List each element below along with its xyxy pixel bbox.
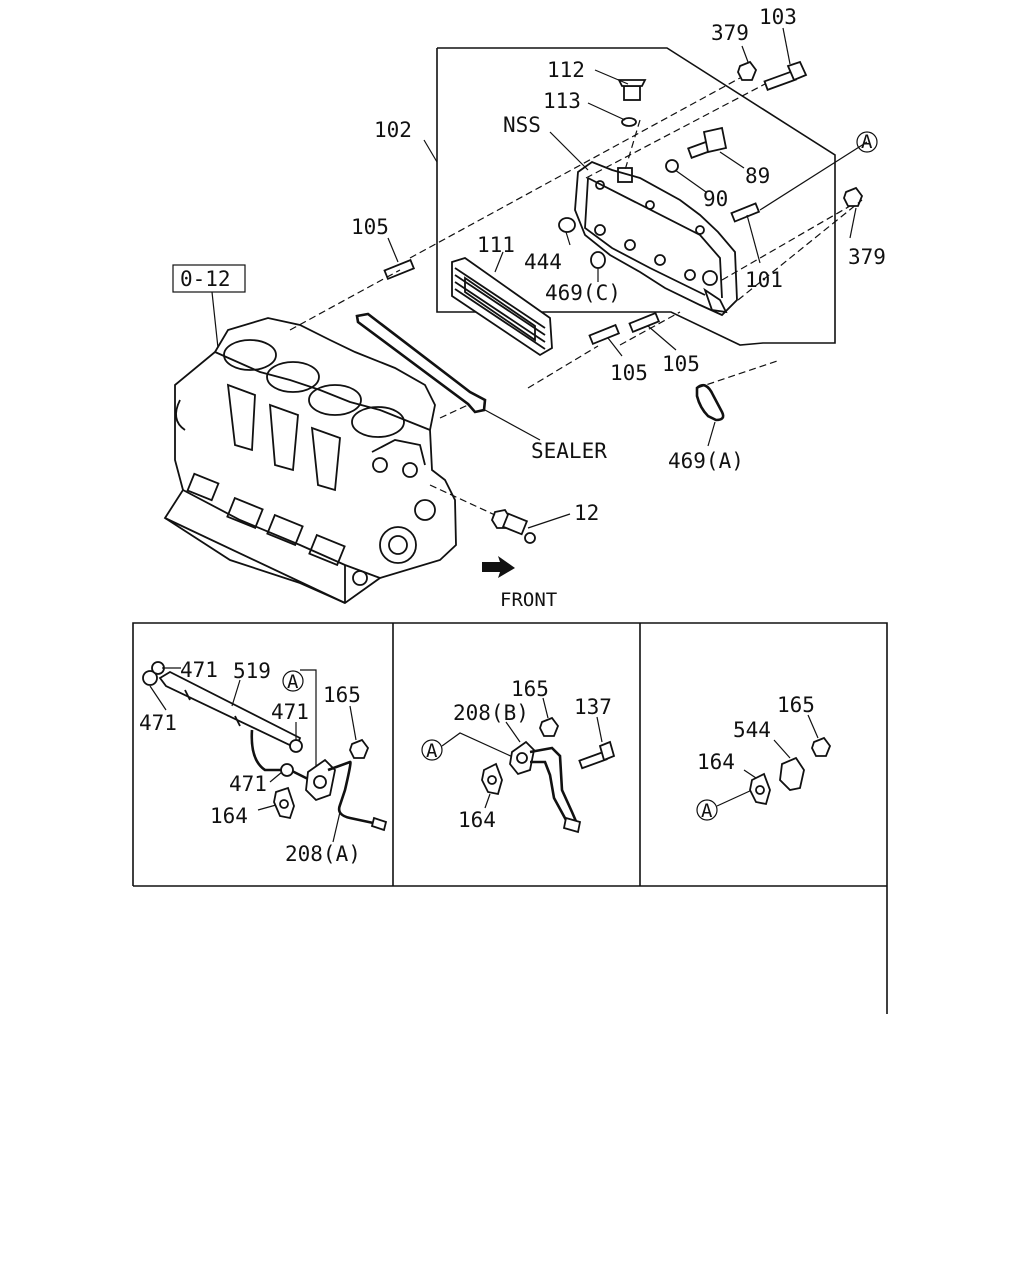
detail-panels-frame: [132, 622, 888, 1014]
callout-471-top: 471: [180, 658, 218, 682]
stud-101: [730, 202, 761, 223]
detail-panel-middle: A 165 208(B) 137 164: [421, 677, 616, 834]
fitting-12: [491, 508, 536, 544]
callout-90: 90: [703, 187, 728, 211]
callout-164-right: 164: [697, 750, 735, 774]
detail-panel-left: 471 519 A 165 471 471 471 164 208(A): [139, 658, 388, 866]
callout-379-right: 379: [848, 245, 886, 269]
stud-105-lower-left: [588, 323, 621, 346]
callout-471-bottom: 471: [229, 772, 267, 796]
main-exploded-view: 379 103 112 113 102 NSS 89 90 A 105 111 …: [163, 5, 886, 611]
callout-471-left: 471: [139, 711, 177, 735]
o-ring-444: [558, 217, 576, 233]
callout-0-12: 0-12: [180, 267, 231, 291]
callout-102: 102: [374, 118, 412, 142]
washer-90: [665, 159, 679, 173]
callout-12: 12: [574, 501, 599, 525]
front-label: FRONT: [500, 589, 557, 611]
callout-112: 112: [547, 58, 585, 82]
callout-101: 101: [745, 268, 783, 292]
callout-nss: NSS: [503, 113, 541, 137]
callout-105-lower-right: 105: [662, 352, 700, 376]
callout-379-top: 379: [711, 21, 749, 45]
callout-113: 113: [543, 89, 581, 113]
detail-panel-right: 165 544 164 A: [696, 693, 832, 822]
oil-cooler-element: [451, 257, 553, 357]
callout-544: 544: [733, 718, 771, 742]
callout-165-left: 165: [323, 683, 361, 707]
callout-469a: 469(A): [668, 449, 744, 473]
plug-112: [617, 79, 647, 101]
callout-ref-a-middle: A: [426, 740, 438, 762]
callout-105-upper: 105: [351, 215, 389, 239]
bolt-89: [687, 126, 728, 159]
stud-105-lower-right: [628, 311, 661, 334]
callout-111: 111: [477, 233, 515, 257]
callout-164-middle: 164: [458, 808, 496, 832]
sealer-gasket: [355, 312, 487, 414]
engine-block: [163, 317, 457, 605]
reference-a-marker: [856, 131, 878, 153]
callout-165-right: 165: [777, 693, 815, 717]
callout-519: 519: [233, 659, 271, 683]
o-ring-469c: [590, 251, 606, 269]
oil-cooler-cover: [574, 160, 738, 317]
callout-89: 89: [745, 164, 770, 188]
gasket-469a: [695, 383, 725, 422]
callout-471-right: 471: [271, 700, 309, 724]
callout-164-left: 164: [210, 804, 248, 828]
front-arrow-icon: [482, 556, 515, 578]
callout-103: 103: [759, 5, 797, 29]
callout-ref-a-right: A: [701, 800, 713, 822]
o-ring-113: [621, 117, 637, 127]
bolt-103: [763, 60, 808, 91]
nut-379-top: [737, 60, 758, 81]
callout-208b: 208(B): [453, 701, 529, 725]
callout-ref-a-main: A: [861, 131, 873, 153]
callout-208a: 208(A): [285, 842, 361, 866]
callout-444: 444: [524, 250, 562, 274]
callout-469c: 469(C): [545, 281, 621, 305]
callout-ref-a-left: A: [287, 671, 299, 693]
callout-137: 137: [574, 695, 612, 719]
callout-sealer: SEALER: [531, 439, 607, 463]
reference-box-0-12: [172, 264, 246, 293]
callout-105-lower-left: 105: [610, 361, 648, 385]
nut-379-right: [843, 186, 864, 207]
callout-165-middle: 165: [511, 677, 549, 701]
